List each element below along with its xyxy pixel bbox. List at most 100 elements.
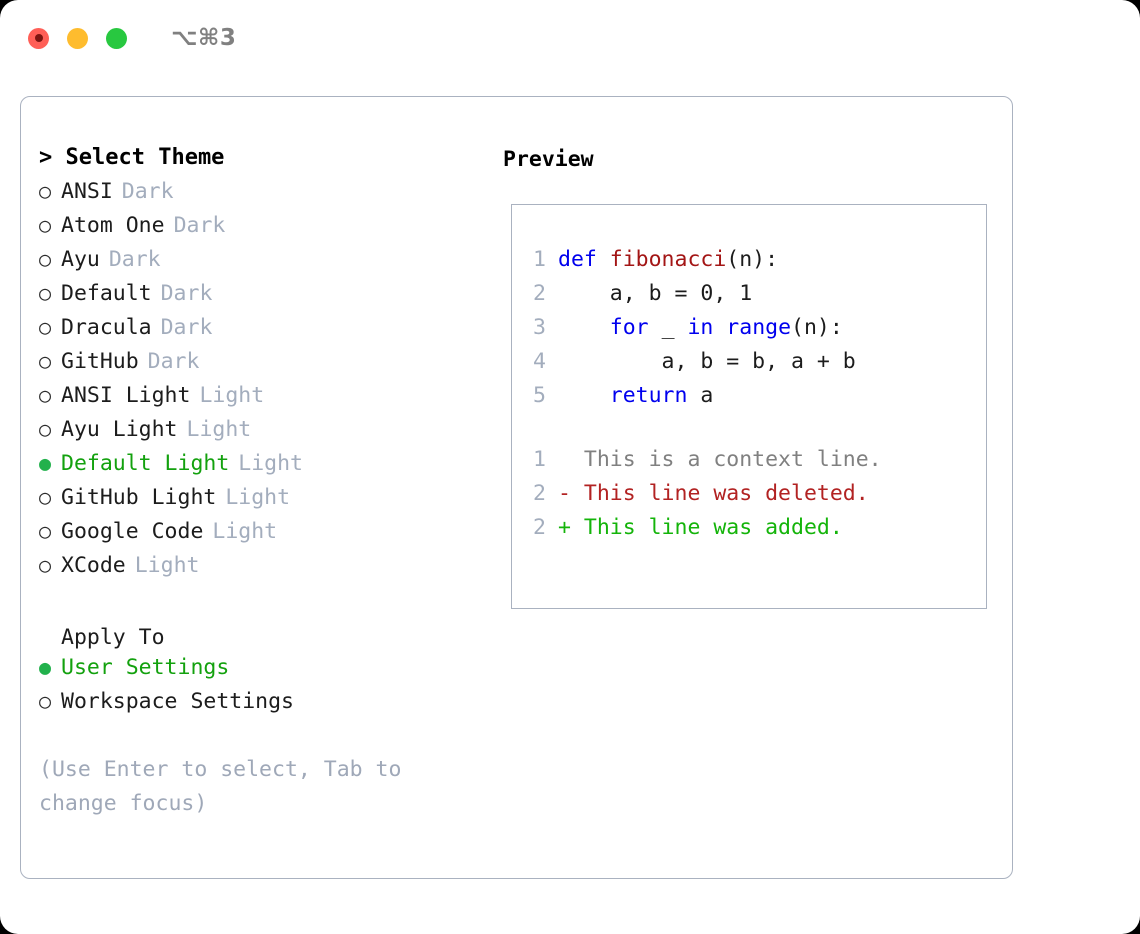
- diff-text: This is a context line.: [570, 447, 882, 472]
- theme-name-label: Google Code: [61, 519, 204, 544]
- theme-variant-tag: Light: [238, 451, 304, 476]
- theme-name-label: Default Light: [61, 451, 230, 476]
- radio-selected-icon[interactable]: ●: [39, 451, 52, 475]
- radio-unselected-icon[interactable]: ○: [39, 553, 52, 577]
- apply-to-options: ● User Settings ○ Workspace Settings: [39, 655, 501, 723]
- code-token: a: [687, 383, 714, 408]
- theme-variant-tag: Dark: [160, 281, 213, 306]
- line-number: 2: [533, 481, 546, 506]
- radio-unselected-icon[interactable]: ○: [39, 383, 52, 407]
- theme-variant-tag: Dark: [108, 247, 161, 272]
- maximize-window-button[interactable]: [106, 27, 127, 49]
- code-text: a, b = b, a + b: [558, 349, 856, 374]
- theme-name-label: Ayu Light: [61, 417, 178, 442]
- code-line: 5 return a: [512, 383, 986, 417]
- diff-line: 2- This line was deleted.: [512, 481, 986, 515]
- theme-variant-tag: Light: [186, 417, 252, 442]
- theme-name-label: GitHub: [61, 349, 139, 374]
- window-controls: [28, 27, 127, 49]
- line-number: 2: [533, 515, 546, 540]
- theme-name-label: GitHub Light: [61, 485, 217, 510]
- code-token: [558, 315, 610, 340]
- apply-to-heading: Apply To: [61, 625, 165, 650]
- code-line: 3 for _ in range(n):: [512, 315, 986, 349]
- radio-unselected-icon[interactable]: ○: [39, 519, 52, 543]
- apply-to-label: Workspace Settings: [61, 689, 294, 714]
- theme-name-label: ANSI: [61, 179, 113, 204]
- minimize-window-button[interactable]: [67, 27, 88, 49]
- theme-name-label: Atom One: [61, 213, 165, 238]
- diff-marker: [558, 447, 571, 472]
- radio-unselected-icon[interactable]: ○: [39, 315, 52, 339]
- theme-variant-tag: Light: [225, 485, 291, 510]
- preview-title: Preview: [503, 147, 594, 172]
- code-token: a, b = b, a + b: [558, 349, 856, 374]
- code-token: def: [558, 247, 610, 272]
- code-text: return a: [558, 383, 714, 408]
- radio-unselected-icon[interactable]: ○: [39, 213, 52, 237]
- radio-unselected-icon[interactable]: ○: [39, 281, 52, 305]
- theme-variant-tag: Dark: [173, 213, 226, 238]
- theme-variant-tag: Light: [212, 519, 278, 544]
- diff-text: This line was added.: [570, 515, 843, 540]
- radio-unselected-icon[interactable]: ○: [39, 247, 52, 271]
- theme-list-item[interactable]: ● Default Light Light: [39, 451, 501, 485]
- line-number: 4: [533, 349, 546, 374]
- theme-list-item[interactable]: ○ ANSI Dark: [39, 179, 501, 213]
- diff-line: 1 This is a context line.: [512, 447, 986, 481]
- code-token: (n):: [726, 247, 779, 272]
- theme-name-label: Ayu: [61, 247, 100, 272]
- code-token: _: [648, 315, 688, 340]
- code-line: 4 a, b = b, a + b: [512, 349, 986, 383]
- code-line: 1 def fibonacci(n):: [512, 247, 986, 281]
- radio-unselected-icon[interactable]: ○: [39, 689, 52, 713]
- theme-list-item[interactable]: ○ Google Code Light: [39, 519, 501, 553]
- theme-name-label: Default: [61, 281, 152, 306]
- radio-unselected-icon[interactable]: ○: [39, 179, 52, 203]
- apply-to-option[interactable]: ● User Settings: [39, 655, 501, 689]
- line-number: 1: [533, 447, 546, 472]
- theme-list-item[interactable]: ○ Dracula Dark: [39, 315, 501, 349]
- theme-list-item[interactable]: ○ Ayu Dark: [39, 247, 501, 281]
- code-line: 2 a, b = 0, 1: [512, 281, 986, 315]
- keyboard-hint-text: (Use Enter to select, Tab to change focu…: [39, 757, 415, 816]
- theme-variant-tag: Light: [134, 553, 200, 578]
- diff-marker: +: [558, 515, 571, 540]
- diff-marker: -: [558, 481, 571, 506]
- theme-variant-tag: Dark: [160, 315, 213, 340]
- apply-to-label: User Settings: [61, 655, 230, 680]
- radio-unselected-icon[interactable]: ○: [39, 349, 52, 373]
- code-token: fibonacci: [609, 247, 727, 272]
- theme-variant-tag: Dark: [121, 179, 174, 204]
- close-window-button[interactable]: [28, 27, 49, 49]
- diff-line: 2 + This line was added.: [512, 515, 986, 549]
- theme-list-item[interactable]: ○ Atom One Dark: [39, 213, 501, 247]
- theme-variant-tag: Light: [199, 383, 265, 408]
- line-number: 5: [533, 383, 546, 408]
- preview-spacer: [512, 417, 986, 447]
- code-text: def fibonacci(n):: [558, 247, 778, 272]
- line-number: 3: [533, 315, 546, 340]
- theme-list-item[interactable]: ○ Default Dark: [39, 281, 501, 315]
- code-text: for _ in range(n):: [558, 315, 843, 340]
- title-bar: ⌥⌘3: [0, 0, 1140, 76]
- theme-list-item[interactable]: ○ GitHub Light Light: [39, 485, 501, 519]
- radio-unselected-icon[interactable]: ○: [39, 417, 52, 441]
- theme-name-label: Dracula: [61, 315, 152, 340]
- theme-list-item[interactable]: ○ Ayu Light Light: [39, 417, 501, 451]
- line-number: 2: [533, 281, 546, 306]
- apply-to-option[interactable]: ○ Workspace Settings: [39, 689, 501, 723]
- code-token: (n):: [791, 315, 843, 340]
- radio-unselected-icon[interactable]: ○: [39, 485, 52, 509]
- line-number: 1: [533, 247, 546, 272]
- radio-selected-icon[interactable]: ●: [39, 655, 52, 679]
